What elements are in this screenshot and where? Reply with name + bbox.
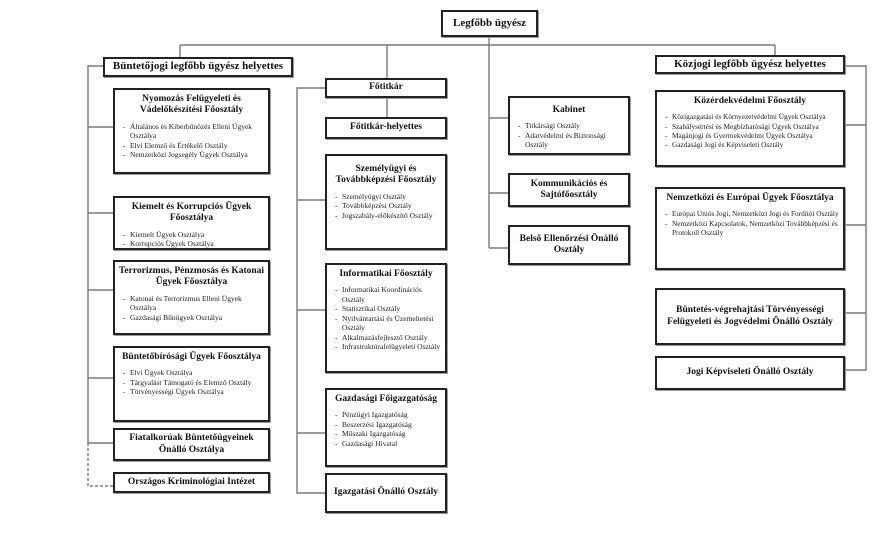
sub-department: Továbbképzési Osztály xyxy=(333,201,441,211)
node-orszagos-kriminologiai-intezet: Országos Kriminológiai Intézet xyxy=(113,472,270,493)
sub-department: Kiemelt Ügyek Osztálya xyxy=(121,230,264,240)
connector-middle-rail xyxy=(296,87,325,494)
node-fiatalkoruak-osztalya: Fiatalkorúak Büntetőügyeinek Önálló Oszt… xyxy=(113,428,270,461)
sub-department: Műszaki Igazgatóság xyxy=(333,429,441,439)
connector-right-rail xyxy=(845,65,867,371)
sub-department: Titkársági Osztály xyxy=(516,121,624,131)
sub-department: Korrupciós Ügyek Osztálya xyxy=(121,239,264,249)
node-gazdasagi-foigazgatosag: Gazdasági Főigazgatóság Pénzügyi Igazgat… xyxy=(325,388,447,467)
node-fotitkar: Főtitkár xyxy=(325,78,447,98)
sub-department: Nemzetközi Kapcsolatok, Nemzetközi Továb… xyxy=(663,219,839,237)
sub-department: Statisztikai Osztály xyxy=(333,304,441,314)
node-title: Terrorizmus, Pénzmosás és Katonai Ügyek … xyxy=(118,266,265,288)
sub-department: Szabálysértési és Megbízhatósági Ügyek O… xyxy=(663,122,839,131)
node-sub-departments: Személyügyi OsztályTovábbképzési Osztály… xyxy=(327,187,445,223)
sub-department: Nemzetközi Jogsegély Ügyek Osztálya xyxy=(121,150,264,160)
node-sub-departments: Informatikai Koordinációs OsztályStatisz… xyxy=(327,280,445,354)
node-title: Főtitkár xyxy=(369,82,403,93)
sub-department: Törvényességi Ügyek Osztálya xyxy=(121,387,264,397)
node-title: Igazgatási Önálló Osztály xyxy=(334,487,438,498)
sub-department: Katonai és Terrorizmus Elleni Ügyek Oszt… xyxy=(121,294,264,313)
sub-department: Személyügyi Osztály xyxy=(333,192,441,202)
node-sub-departments: Európai Uniós Jogi, Nemzetközi Jogi és F… xyxy=(657,204,843,240)
node-title: Főtitkár-helyettes xyxy=(350,122,422,133)
node-sub-departments: Katonai és Terrorizmus Elleni Ügyek Oszt… xyxy=(115,289,268,325)
sub-department: Nyilvántartási és Üzemeltetési Osztály xyxy=(333,314,441,333)
sub-department: Alkalmazásfejlesztő Osztály xyxy=(333,333,441,343)
sub-department: Elvi Elemző és Értékelő Osztály xyxy=(121,141,264,151)
sub-department: Jogszabály-előkészítő Osztály xyxy=(333,211,441,221)
node-title: Nemzetközi és Európai Ügyek Főosztálya xyxy=(666,193,834,203)
node-sub-departments: Általános és Kiberbűnözés Elleni Ügyek O… xyxy=(115,117,268,163)
node-title: Közérdekvédelmi Főosztály xyxy=(693,96,807,106)
node-title: Büntetés-végrehajtási Törvényességi Felü… xyxy=(667,305,833,327)
node-kozerdekvedelmi-foosztaly: Közérdekvédelmi Főosztály Közigazgatási … xyxy=(655,90,845,167)
sub-department: Infrastruktúrafelügyeleti Osztály xyxy=(333,342,441,352)
node-sub-departments: Kiemelt Ügyek OsztályaKorrupciós Ügyek O… xyxy=(115,225,268,252)
node-kozjogi-helyettes: Közjogi legfőbb ügyész helyettes xyxy=(655,55,845,74)
node-title: Büntetőbírósági Ügyek Főosztálya xyxy=(122,352,261,362)
node-title: Fiatalkorúak Büntetőügyeinek Önálló Oszt… xyxy=(129,433,254,455)
node-title: Kiemelt és Korrupciós Ügyek Főosztálya xyxy=(131,202,252,224)
node-igazgatasi-onallo-osztaly: Igazgatási Önálló Osztály xyxy=(325,473,447,513)
sub-department: Informatikai Koordinációs Osztály xyxy=(333,285,441,304)
node-legfobb-ugyesz: Legfőbb ügyész xyxy=(441,10,538,37)
node-buntetojogi-helyettes: Büntetőjogi legfőbb ügyész helyettes xyxy=(103,57,293,77)
node-title: Országos Kriminológiai Intézet xyxy=(127,476,256,487)
node-szemelyugyi-foosztaly: Személyügyi és Továbbképzési Főosztály S… xyxy=(325,154,447,250)
node-title: Büntetőjogi legfőbb ügyész helyettes xyxy=(112,60,284,73)
node-title: Gazdasági Főigazgatóság xyxy=(334,394,438,404)
node-sub-departments: Pénzügyi IgazgatóságBeszerzési Igazgatós… xyxy=(327,405,445,451)
node-title: Nyomozás Felügyeleti és Vádelőkészítési … xyxy=(139,94,244,116)
node-sub-departments: Titkársági OsztályAdatvédelmi és Biztons… xyxy=(510,116,628,152)
node-fotitkar-helyettes: Főtitkár-helyettes xyxy=(325,117,447,139)
node-title: Személyügyi és Továbbképzési Főosztály xyxy=(335,164,437,186)
node-nemzetkozi-europai-foosztaly: Nemzetközi és Európai Ügyek Főosztálya E… xyxy=(655,187,845,270)
sub-department: Európai Uniós Jogi, Nemzetközi Jogi és F… xyxy=(663,209,839,218)
node-title: Belső Ellenőrzési Önálló Osztály xyxy=(519,233,619,255)
node-informatikai-foosztaly: Informatikai Főosztály Informatikai Koor… xyxy=(325,263,447,373)
sub-department: Gazdasági Bűnügyek Osztálya xyxy=(121,313,264,323)
node-terrorizmus-foosztaly: Terrorizmus, Pénzmosás és Katonai Ügyek … xyxy=(113,260,270,335)
sub-department: Magánjogi és Gyermekvédelmi Ügyek Osztál… xyxy=(663,131,839,140)
node-title: Kabinet xyxy=(552,105,586,115)
node-sub-departments: Elvi Ügyek OsztályaTárgyalást Támogató é… xyxy=(115,363,268,399)
node-kommunikacios-sajtofoosztaly: Kommunikációs és Sajtófőosztály xyxy=(508,173,630,207)
sub-department: Beszerzési Igazgatóság xyxy=(333,420,441,430)
node-title: Kommunikációs és Sajtófőosztály xyxy=(530,178,608,200)
node-kiemelt-korrupcios-foosztaly: Kiemelt és Korrupciós Ügyek Főosztálya K… xyxy=(113,196,270,250)
node-belso-ellenorzesi-osztaly: Belső Ellenőrzési Önálló Osztály xyxy=(508,225,630,265)
sub-department: Tárgyalást Támogató és Elemző Osztály xyxy=(121,378,264,388)
sub-department: Gazdasági Jogi és Képviseleti Osztály xyxy=(663,140,839,149)
sub-department: Adatvédelmi és Biztonsági Osztály xyxy=(516,131,624,150)
node-sub-departments: Közigazgatási és Környezetvédelmi Ügyek … xyxy=(657,107,843,152)
sub-department: Közigazgatási és Környezetvédelmi Ügyek … xyxy=(663,112,839,121)
connector-left-rail xyxy=(87,65,103,443)
node-title: Jogi Képviseleti Önálló Osztály xyxy=(686,367,814,378)
sub-department: Általános és Kiberbűnözés Elleni Ügyek O… xyxy=(121,122,264,141)
node-title: Legfőbb ügyész xyxy=(452,16,527,29)
node-title: Informatikai Főosztály xyxy=(339,269,433,279)
node-nyomozas-felugyeleti-foosztaly: Nyomozás Felügyeleti és Vádelőkészítési … xyxy=(113,88,270,174)
connector-left-dashed-okri xyxy=(87,443,113,487)
sub-department: Elvi Ügyek Osztálya xyxy=(121,368,264,378)
node-jogi-kepviseleti-osztaly: Jogi Képviseleti Önálló Osztály xyxy=(655,356,845,390)
node-kabinet: Kabinet Titkársági OsztályAdatvédelmi és… xyxy=(508,96,630,155)
node-buntetes-vegrehajtasi-osztaly: Büntetés-végrehajtási Törvényességi Felü… xyxy=(655,288,845,345)
node-title: Közjogi legfőbb ügyész helyettes xyxy=(674,57,826,70)
sub-department: Pénzügyi Igazgatóság xyxy=(333,410,441,420)
node-buntetobirosagi-foosztaly: Büntetőbírósági Ügyek Főosztálya Elvi Üg… xyxy=(113,346,270,422)
sub-department: Gazdasági Hivatal xyxy=(333,439,441,449)
